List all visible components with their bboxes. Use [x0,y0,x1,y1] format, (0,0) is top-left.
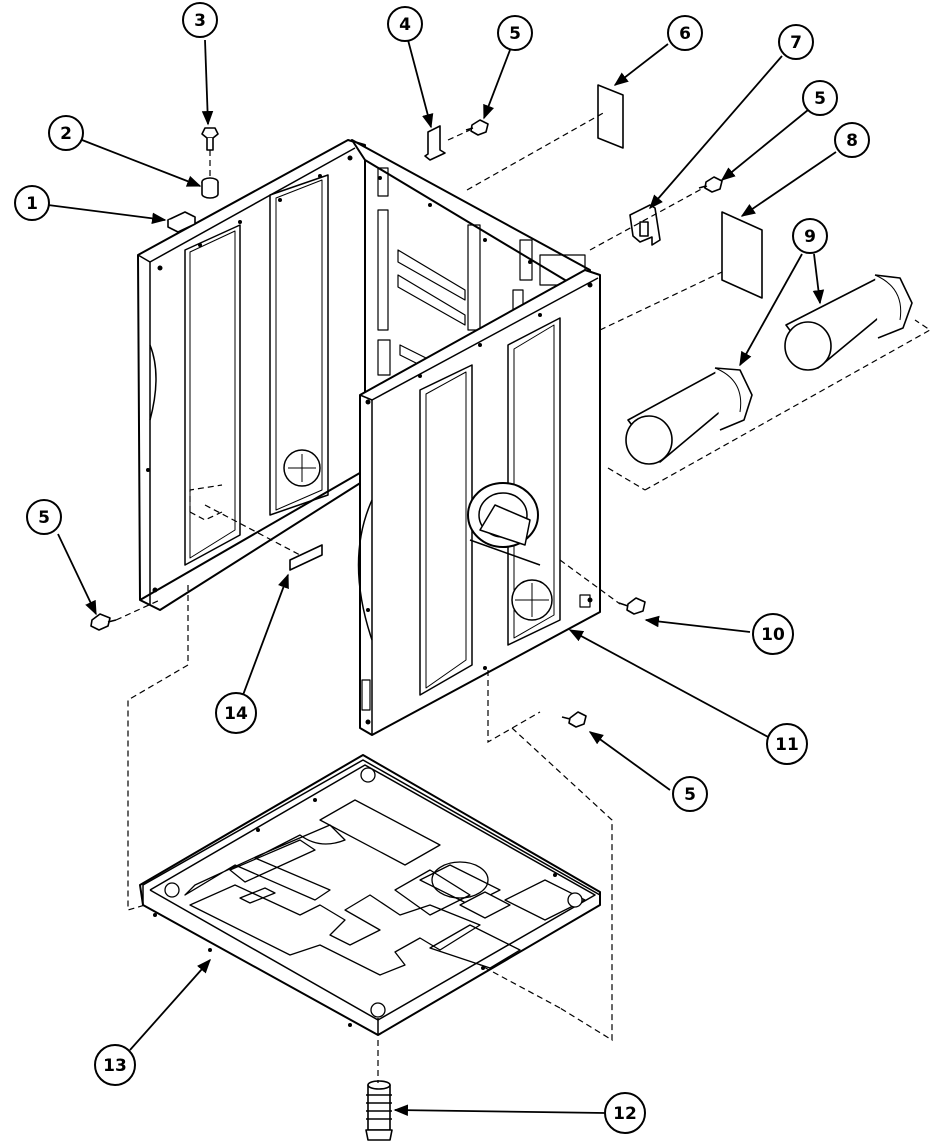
callout-5b-label: 5 [814,89,826,109]
callout-5d-label: 5 [684,785,696,805]
callout-8-label: 8 [846,131,858,151]
callout-14-label: 14 [224,704,248,724]
callout-9: 9 [792,218,828,254]
callout-7: 7 [778,24,814,60]
part-3-screw [201,127,219,139]
callout-5d: 5 [672,776,708,812]
callout-1-label: 1 [26,194,38,214]
callout-11-label: 11 [775,735,799,755]
callout-9-label: 9 [804,227,816,247]
callout-3: 3 [182,2,218,38]
callout-4: 4 [387,6,423,42]
front-panel [357,269,601,736]
callout-3-label: 3 [194,11,206,31]
callout-5a-label: 5 [509,24,521,44]
part-12-leveling-leg [365,1080,393,1141]
part-14-label [289,544,323,571]
callout-6-label: 6 [679,24,691,44]
assembly-lines [115,111,932,1083]
callout-13-label: 13 [103,1056,127,1076]
callout-6: 6 [667,15,703,51]
part-9-knob-a [625,367,753,465]
left-side-panel [137,139,366,611]
part-9-knob-b [784,274,913,371]
small-parts [90,84,913,1141]
callout-2-label: 2 [60,124,72,144]
callout-12: 12 [604,1092,646,1134]
callout-5a: 5 [497,15,533,51]
callout-5c: 5 [26,499,62,535]
part-5-screw-a [465,119,489,136]
callout-10: 10 [752,613,794,655]
part-6-label [597,84,624,149]
callout-8: 8 [834,122,870,158]
part-5-screw-b [698,176,723,193]
cabinet-assembly [137,139,591,611]
part-4-bracket [424,125,446,161]
callout-1: 1 [14,185,50,221]
callout-12-label: 12 [613,1104,637,1124]
callout-2: 2 [48,115,84,151]
callout-10-label: 10 [761,625,785,645]
callout-5c-label: 5 [38,508,50,528]
callout-11: 11 [766,723,808,765]
callout-14: 14 [215,692,257,734]
leader-lines [47,39,837,1116]
callout-7-label: 7 [790,33,802,53]
part-8-label [721,211,763,299]
part-5-screw-d [561,711,587,728]
callout-5b: 5 [802,80,838,116]
callouts: 1 2 3 4 5 6 7 5 [14,2,870,1134]
part-10-screw [618,597,646,615]
callout-4-label: 4 [399,15,411,35]
callout-13: 13 [94,1044,136,1086]
part-5-screw-c [90,613,117,631]
